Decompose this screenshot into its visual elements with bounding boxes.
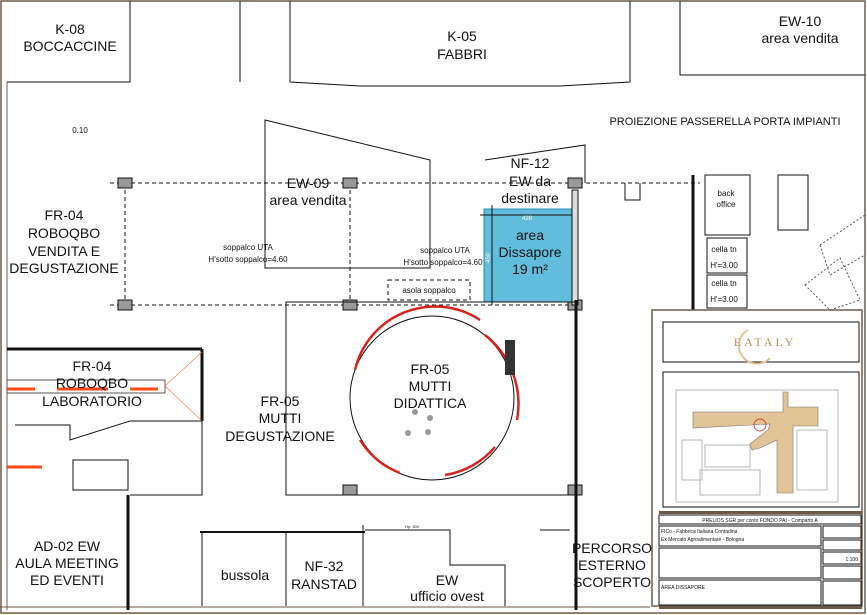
area-dissapore-l3: 19 m² [512, 261, 548, 277]
soppalco2-l2: H'sotto soppalco=4.60 [403, 258, 483, 267]
ew09-outline [264, 119, 431, 269]
room-ad02-l3: ED EVENTI [30, 572, 104, 588]
room-ewo-code: EW [436, 572, 459, 588]
room-fr04a-l3: VENDITA E [28, 243, 100, 259]
asola-soppalco-outline [387, 279, 471, 301]
room-nf12-line3: destinare [501, 190, 559, 206]
room-nf12-line2: EW da [509, 173, 551, 189]
room-ew09-code: EW-09 [287, 175, 330, 191]
room-fr04b-l3: LABORATORIO [42, 393, 142, 409]
room-k08-code: K-08 [55, 21, 85, 37]
room-k05-code: K-05 [447, 28, 477, 44]
room-fr05a-l3: DIDATTICA [394, 395, 468, 411]
room-nf32-code: NF-32 [305, 558, 344, 574]
drawing-title: AREA DISSAPORE [661, 585, 706, 591]
fr04-lab-walls [6, 347, 204, 610]
cella2-l1: cella tn [711, 279, 736, 288]
cella1-l2: H'=3.00 [710, 261, 738, 270]
room-ew10-code: EW-10 [779, 13, 822, 29]
stairs [804, 214, 866, 311]
passerella-note: PROIEZIONE PASSERELLA PORTA IMPIANTI [609, 116, 840, 128]
room-ew10-name: area vendita [761, 30, 838, 46]
project-line2: Ex Mercato Agroalimentare - Bologna [661, 537, 744, 543]
client-text: PRELIOS SGR per conto FONDO PAI - Compar… [702, 518, 818, 524]
area-dissapore-l1: area [516, 227, 544, 243]
level-mark: 0.10 [72, 126, 88, 135]
site-map [675, 389, 839, 503]
hp-note: Hp. 300 [405, 524, 420, 529]
room-ad02-l2: AULA MEETING [15, 555, 118, 571]
asola-label: asola soppalco [402, 286, 456, 295]
cella1-l1: cella tn [711, 245, 736, 254]
logo-text: EATALY [734, 335, 797, 349]
room-fr04a-l4: DEGUSTAZIONE [9, 260, 118, 276]
room-k08-name: BOCCACCINE [23, 38, 116, 54]
bottom-rooms [200, 525, 570, 606]
back-office-l1: back [718, 189, 736, 198]
top-shops-walls [7, 1, 865, 87]
room-fr05b-l3: DEGUSTAZIONE [225, 428, 334, 444]
soppalco2-l1: soppalco UTA [420, 246, 470, 255]
room-ad02-l1: AD-02 EW [34, 538, 101, 554]
room-fr04b-code: FR-04 [73, 358, 112, 374]
room-fr04a-l2: ROBOQBO [28, 225, 100, 241]
room-ew09-name: area vendita [269, 192, 346, 208]
area-dissapore-highlight [483, 208, 573, 303]
room-labels: K-08 BOCCACCINE K-05 FABBRI EW-10 area v… [9, 13, 840, 604]
room-k05-name: FABBRI [437, 46, 487, 62]
eataly-logo [737, 329, 771, 365]
soppalco1-l1: soppalco UTA [223, 243, 273, 252]
back-office-l2: office [717, 200, 737, 209]
room-fr05a-l2: MUTTI [409, 378, 452, 394]
dim-width: 428 [522, 216, 533, 222]
percorso-l2: ESTERNO [578, 557, 646, 573]
room-fr05b-code: FR-05 [261, 393, 300, 409]
scale-text: 1:100 [845, 557, 858, 563]
percorso-l1: PERCORSO [572, 540, 652, 556]
title-block: EATALY PRELIOS SGR per conto FONDO PAI -… [651, 309, 863, 609]
project-line1: FICo - Fabbrica Italiana Contadina [661, 529, 738, 535]
room-fr04b-l2: ROBOQBO [56, 375, 128, 391]
service-rooms [691, 174, 809, 310]
room-fr05a-code: FR-05 [411, 361, 450, 377]
room-fr04a-code: FR-04 [45, 207, 84, 223]
room-nf32-name: RANSTAD [291, 576, 357, 592]
room-bussola: bussola [221, 567, 269, 583]
soppalco1-l2: H'sotto soppalco=4.60 [208, 255, 288, 264]
cella2-l2: H'=3.00 [710, 295, 738, 304]
area-dissapore-l2: Dissapore [498, 244, 561, 260]
dim-height: 450 [486, 252, 492, 263]
room-nf12-code: NF-12 [511, 155, 550, 171]
room-ewo-name: ufficio ovest [410, 588, 484, 604]
percorso-l3: SCOPERTO [573, 574, 651, 590]
room-fr05b-l2: MUTTI [259, 410, 302, 426]
